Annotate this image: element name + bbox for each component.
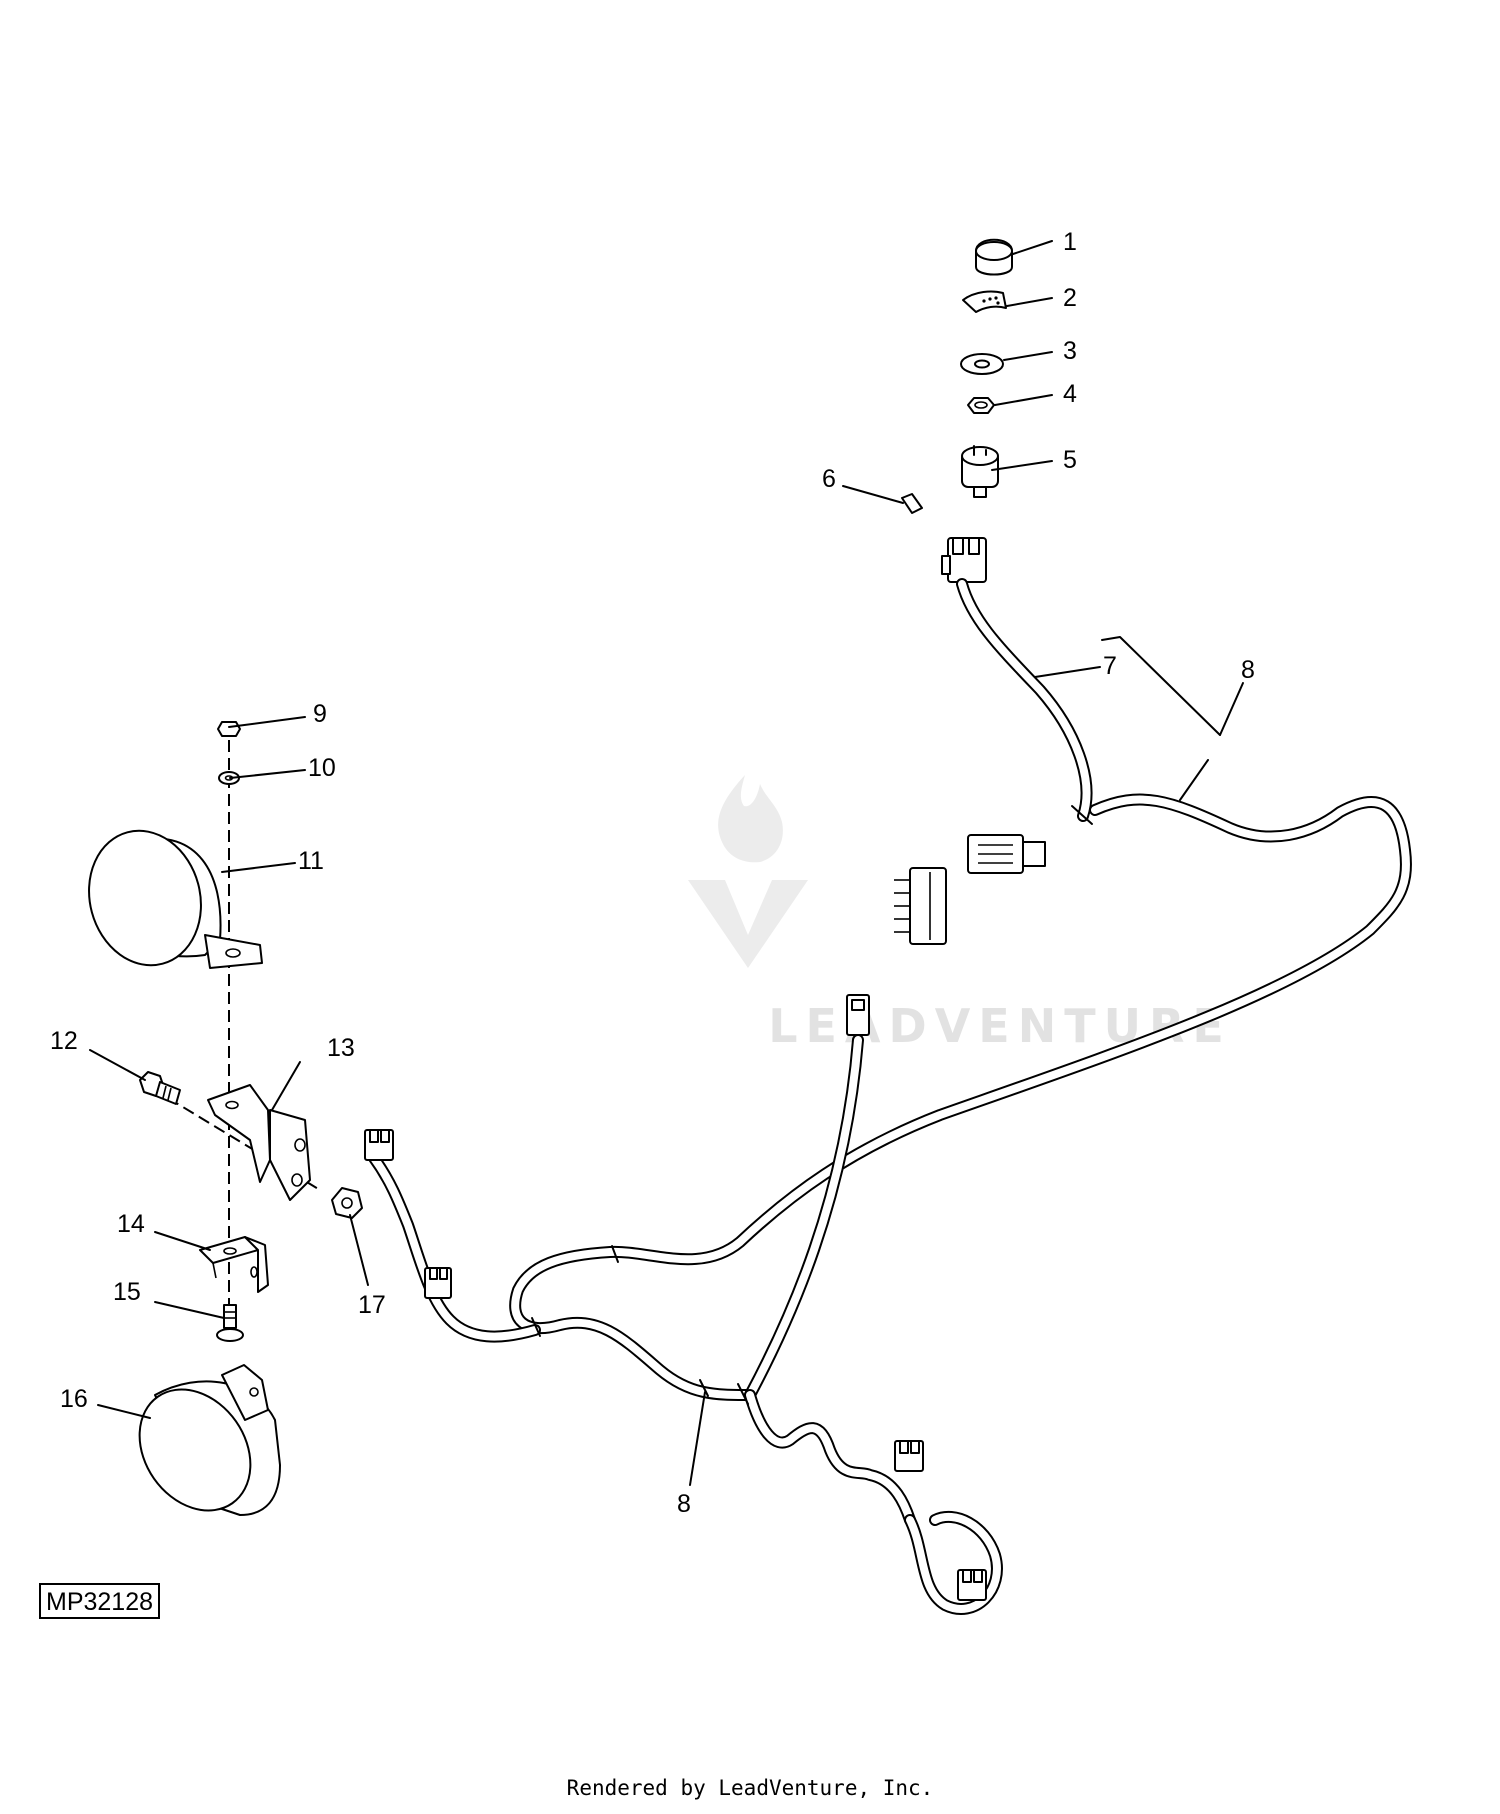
part-4-nut[interactable] (967, 397, 995, 414)
callout-8-lower: 8 (677, 1490, 691, 1518)
part-2-decal[interactable] (962, 290, 1007, 313)
callout-4: 4 (1063, 380, 1077, 408)
part-17-nut[interactable] (331, 1187, 363, 1219)
callout-15: 15 (113, 1278, 141, 1306)
left-light-connector-2 (424, 1267, 452, 1299)
left-light-connector-1 (364, 1129, 394, 1161)
part-3-washer[interactable] (960, 353, 1004, 375)
part-1-knob[interactable] (975, 238, 1013, 276)
mating-connector (894, 867, 947, 945)
callout-numbers: 1 2 3 4 5 6 7 8 8 9 10 11 12 13 14 15 16… (50, 228, 1255, 1518)
part-12-bolt[interactable] (139, 1071, 181, 1105)
callout-7: 7 (1103, 652, 1117, 680)
top-connector (846, 994, 870, 1036)
callout-13: 13 (327, 1034, 355, 1062)
callout-3: 3 (1063, 337, 1077, 365)
wire-harness-7[interactable] (956, 578, 1093, 822)
part-9-nut[interactable] (217, 721, 241, 737)
callout-5: 5 (1063, 446, 1077, 474)
callout-1: 1 (1063, 228, 1077, 256)
part-14-bracket[interactable] (199, 1236, 269, 1293)
callout-2: 2 (1063, 284, 1077, 312)
part-13-bracket[interactable] (207, 1084, 311, 1201)
diagram-id-label: MP32128 (39, 1583, 161, 1619)
footer-credit: Rendered by LeadVenture, Inc. (566, 1776, 934, 1800)
part-11-work-light[interactable] (74, 818, 263, 978)
watermark-text: LEADVENTURE (768, 999, 1232, 1053)
callout-9: 9 (313, 700, 327, 728)
leader-lines (89, 240, 1244, 1486)
part-15-bolt[interactable] (216, 1304, 244, 1342)
callout-11: 11 (298, 847, 324, 875)
watermark: LEADVENTURE (688, 775, 1232, 1053)
callout-16: 16 (60, 1385, 88, 1413)
part-6-key[interactable] (901, 493, 923, 514)
callout-10: 10 (308, 754, 336, 782)
harness-main-connector (967, 834, 1046, 874)
part-5-switch[interactable] (961, 445, 999, 498)
right-light-connector-2 (957, 1569, 987, 1601)
callout-12: 12 (50, 1027, 78, 1055)
right-light-connector-1 (894, 1440, 924, 1472)
wire-harness-8[interactable] (368, 793, 1412, 1615)
part-16-work-light[interactable] (117, 1364, 281, 1532)
callout-17: 17 (358, 1291, 386, 1319)
callout-8-upper: 8 (1241, 656, 1255, 684)
callout-14: 14 (117, 1210, 145, 1238)
switch-connector (941, 537, 987, 583)
callout-6: 6 (822, 465, 836, 493)
